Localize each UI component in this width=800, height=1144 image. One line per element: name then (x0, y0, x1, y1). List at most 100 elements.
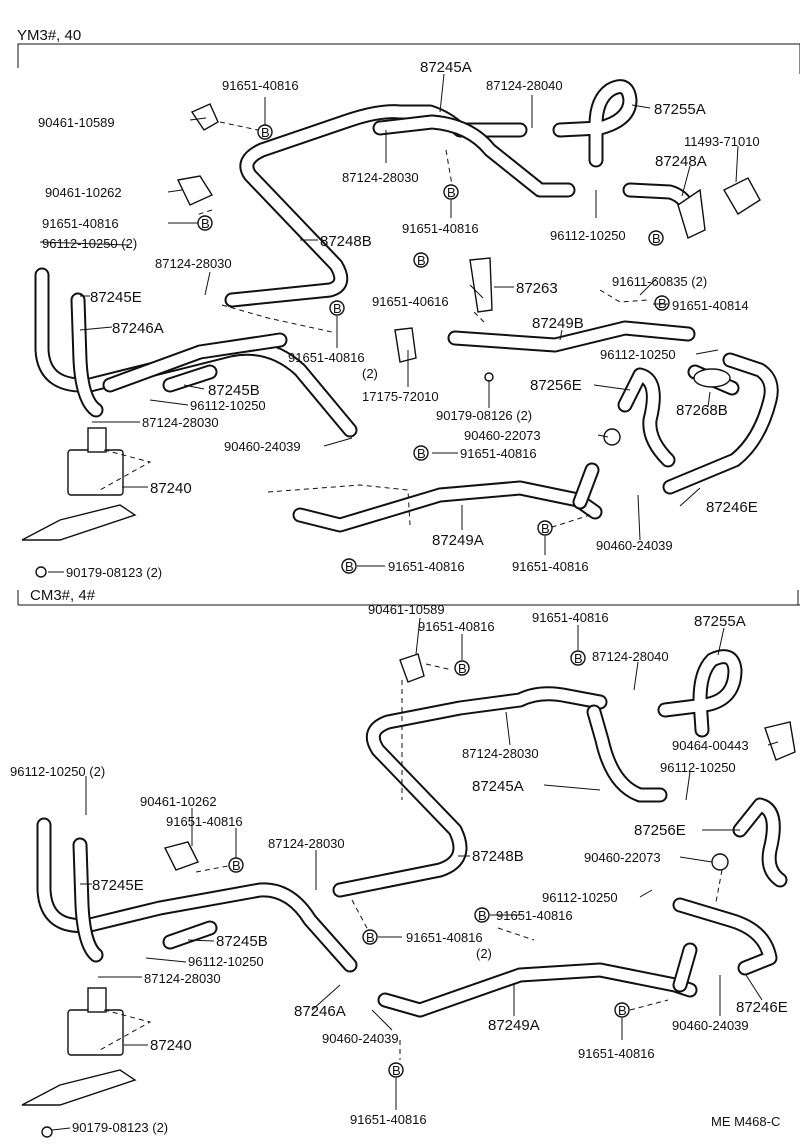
clip-90461-10262-bottom (163, 841, 199, 871)
label-part-number: (2) (362, 366, 378, 381)
label-part-number: 90460-24039 (224, 439, 301, 454)
bolt-90179-08123-bottom (41, 1126, 53, 1138)
label-part-number: 91651-40816 (418, 619, 495, 634)
label-part-number: 91651-40816 (166, 814, 243, 829)
label-part-number: 90461-10589 (38, 115, 115, 130)
label-part-number: 91651-40814 (672, 298, 749, 313)
label-part-number: 90460-24039 (322, 1031, 399, 1046)
valve-bracket-bottom (21, 1069, 137, 1106)
svg-text:B: B (232, 858, 241, 873)
label-part-number: 87249A (432, 532, 484, 549)
top-guides (99, 121, 649, 531)
label-part-number: 90460-22073 (584, 850, 661, 865)
label-part-number: 91611-60835 (2) (612, 274, 707, 289)
label-part-number: 90460-24039 (596, 538, 673, 553)
footer-code: ME M468-C (711, 1114, 780, 1129)
label-part-number: 90179-08123 (2) (72, 1120, 168, 1135)
svg-text:B: B (417, 253, 426, 268)
label-part-number: 87256E (530, 377, 582, 394)
section-frames (17, 43, 800, 606)
label-part-number: 87249B (532, 315, 584, 332)
label-part-number: 91651-40816 (388, 559, 465, 574)
gasket-17175-72010 (394, 327, 417, 363)
bolt-symbol: B (197, 215, 213, 231)
bolt-symbol: B (413, 252, 429, 268)
label-part-number: 87240 (150, 1037, 192, 1054)
label-part-number: 87124-28040 (486, 78, 563, 93)
label-part-number: 90179-08123 (2) (66, 565, 162, 580)
bolt-symbol: B (362, 929, 378, 945)
label-part-number: 87248B (472, 848, 524, 865)
label-part-number: 91651-40816 (288, 350, 365, 365)
bottom-leaders (51, 617, 779, 1131)
label-part-number: 90461-10589 (368, 602, 445, 617)
label-part-number: 87246E (736, 999, 788, 1016)
label-part-number: 87124-28030 (144, 971, 221, 986)
bolt-symbol: B (228, 857, 244, 873)
valve-neck-top (87, 427, 107, 453)
label-part-number: 87268B (676, 402, 728, 419)
label-part-number: 90464-00443 (672, 738, 749, 753)
valve-bracket-top (21, 504, 137, 541)
bottom-labels: 90461-10589 91651-40816 91651-40816 8725… (10, 602, 788, 1135)
label-part-number: 87263 (516, 280, 558, 297)
bolt-symbol: B (443, 184, 459, 200)
section-title-top: YM3#, 40 (17, 27, 81, 44)
svg-text:B: B (458, 661, 467, 676)
svg-text:B: B (392, 1063, 401, 1078)
gasket-11493-71010 (723, 177, 761, 215)
label-part-number: 96112-10250 (600, 347, 676, 362)
label-part-number: 90461-10262 (140, 794, 217, 809)
svg-text:B: B (574, 651, 583, 666)
label-part-number: 96112-10250 (2) (10, 764, 105, 779)
label-part-number: 17175-72010 (362, 389, 439, 404)
bolt-symbol: B (537, 520, 553, 536)
label-part-number: 87256E (634, 822, 686, 839)
label-part-number: 87255A (654, 101, 706, 118)
label-part-number: 91651-40816 (350, 1112, 427, 1127)
label-part-number: 87124-28030 (462, 746, 539, 761)
top-leaders (39, 73, 739, 573)
label-part-number: 87124-28030 (142, 415, 219, 430)
label-part-number: 91651-40816 (532, 610, 609, 625)
label-part-number: 90460-22073 (464, 428, 541, 443)
label-part-number: 11493-71010 (684, 134, 760, 149)
bolt-90179-08126 (484, 372, 494, 382)
label-part-number: 87124-28040 (592, 649, 669, 664)
label-part-number: 87124-28030 (155, 256, 232, 271)
clip-90461-10589 (190, 103, 219, 131)
label-part-number: 87124-28030 (268, 836, 345, 851)
label-part-number: 91651-40816 (222, 78, 299, 93)
label-part-number: 91651-40816 (402, 221, 479, 236)
label-part-number: 87248B (320, 233, 372, 250)
label-part-number: 91651-40816 (406, 930, 483, 945)
valve-87240-bottom (67, 1009, 124, 1056)
label-part-number: 87124-28030 (342, 170, 419, 185)
bolt-symbol: B (329, 300, 345, 316)
svg-text:B: B (261, 125, 270, 140)
label-part-number: 91651-40816 (496, 908, 573, 923)
label-part-number: 90461-10262 (45, 185, 122, 200)
label-part-number: 87240 (150, 480, 192, 497)
svg-text:B: B (201, 216, 210, 231)
label-part-number: 96112-10250 (550, 228, 626, 243)
bolt-symbol: B (570, 650, 586, 666)
label-part-number: 87245B (208, 382, 260, 399)
label-part-number: 91651-40816 (460, 446, 537, 461)
clip-90464-00443 (764, 721, 796, 761)
bolt-90179-08123-top (35, 566, 47, 578)
bottom-bolts: B B B B B B B (228, 650, 630, 1078)
label-part-number: 87245E (90, 289, 142, 306)
bolt-symbol: B (341, 558, 357, 574)
top-hoses (34, 79, 779, 533)
cap-90460-22073-bottom (711, 853, 729, 871)
top-labels: 91651-40816 90461-10589 87245A 87124-280… (38, 59, 760, 580)
bottom-guides (99, 663, 723, 1060)
svg-text:B: B (417, 446, 426, 461)
svg-text:B: B (541, 521, 550, 536)
clip-90461-10589-bottom (399, 653, 425, 683)
label-part-number: 87245A (420, 59, 472, 76)
label-part-number: 90460-24039 (672, 1018, 749, 1033)
svg-text:B: B (478, 908, 487, 923)
